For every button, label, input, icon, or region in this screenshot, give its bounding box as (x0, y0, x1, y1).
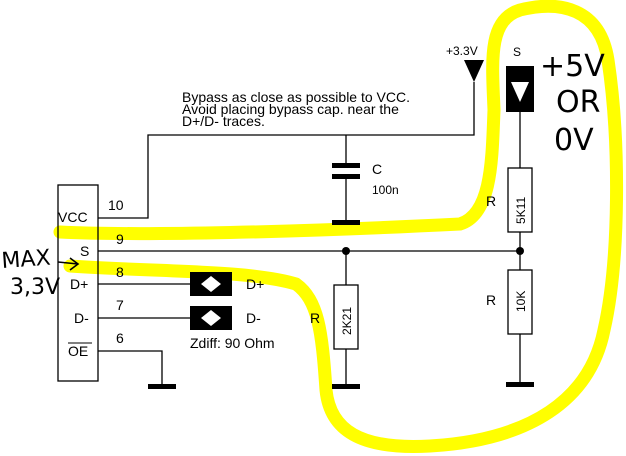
highlight-loop (53, 0, 624, 453)
cap-ground (332, 220, 360, 225)
pin-num-10: 10 (108, 197, 124, 213)
dminus-connector-label: D- (246, 310, 261, 326)
ic-body (57, 184, 99, 382)
pin-name-s: S (80, 243, 89, 259)
r10k-value: 10K (514, 291, 528, 312)
supply-label: +3.3V (446, 44, 478, 58)
pin-name-oe: OE (68, 343, 88, 359)
s-signal-label: S (513, 45, 521, 59)
pin-name-dminus: D- (74, 310, 89, 326)
r2k21-ref: R (310, 310, 320, 326)
supply-arrow (464, 60, 484, 82)
r2k21-ground (332, 384, 360, 389)
pin-num-7: 7 (116, 297, 124, 313)
handwritten-or: OR (556, 85, 600, 120)
r10k-ref: R (486, 292, 496, 308)
cap-ref: C (372, 161, 382, 177)
pin-num-9: 9 (116, 231, 124, 247)
note-line-3: D+/D- traces. (182, 113, 265, 129)
dplus-connector-diamond (201, 276, 221, 292)
cap-plate-top (332, 163, 360, 168)
dminus-connector-diamond (201, 310, 221, 326)
r10k-body (507, 269, 533, 335)
zdiff-label: Zdiff: 90 Ohm (190, 335, 275, 351)
handwritten-3v3: 3,3V (10, 275, 60, 300)
cap-value: 100n (372, 183, 399, 197)
note-line-2: Avoid placing bypass cap. near the (182, 101, 399, 117)
vcc-wire (98, 82, 475, 219)
pin-num-6: 6 (116, 330, 124, 346)
r5k11-body (507, 167, 533, 233)
handwritten-arrow (57, 257, 80, 271)
pin-name-vcc: VCC (58, 209, 88, 225)
pin-name-dplus: D+ (70, 276, 88, 292)
handwritten-plus5v: +5V (540, 49, 605, 84)
pin-num-8: 8 (116, 264, 124, 280)
r5k11-value: 5K11 (514, 197, 528, 224)
cap-plate-bottom (332, 174, 360, 179)
r2k21-value: 2K21 (340, 307, 354, 335)
r10k-ground (506, 382, 534, 387)
dplus-connector-label: D+ (246, 276, 264, 292)
handwritten-max: MAX (1, 246, 52, 274)
r5k11-ref: R (486, 193, 496, 209)
note-line-1: Bypass as close as possible to VCC. (182, 89, 410, 105)
oe-wire (98, 350, 163, 385)
handwritten-0v: 0V (554, 123, 594, 158)
s-connector-arrow (511, 82, 529, 102)
r2k21-body (333, 284, 359, 350)
oe-ground (148, 384, 176, 389)
